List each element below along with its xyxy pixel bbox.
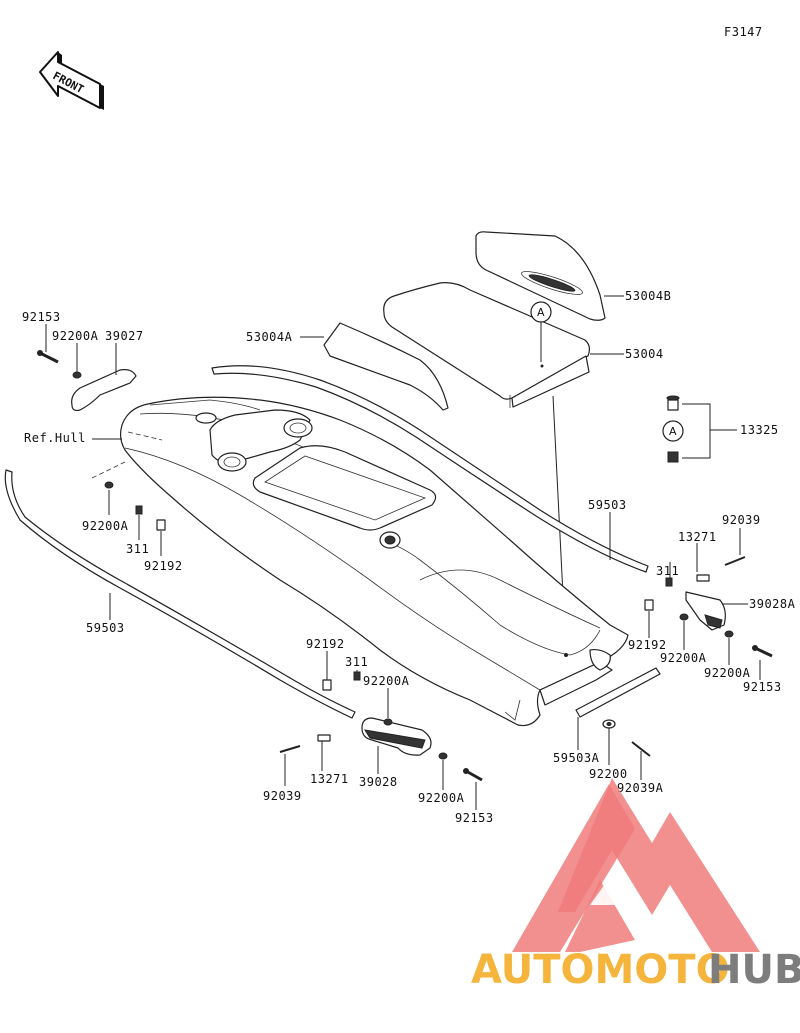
hull [119, 396, 629, 727]
collar-92192-left [156, 519, 166, 531]
svg-text:A: A [537, 306, 545, 319]
label-92153-topleft: 92153 [22, 310, 61, 324]
label-92039-bottom: 92039 [263, 789, 302, 803]
marker-a-seat: A [530, 301, 552, 323]
label-92039-right: 92039 [722, 513, 761, 527]
label-53004A: 53004A [246, 330, 293, 344]
watermark-logo [512, 778, 760, 952]
watermark-part1: AUTOMOTO [471, 947, 730, 993]
label-59503-left: 59503 [86, 621, 125, 635]
nut-311-bottom [353, 671, 361, 681]
label-92200A-right2: 92200A [704, 666, 751, 680]
clip-13271-right [696, 574, 710, 582]
seat-cover-53004B [475, 231, 606, 321]
part-labels: 53004B 53004 53004A 13325 59503 59503 92… [22, 289, 796, 825]
label-92192-bottom: 92192 [306, 637, 345, 651]
collar-92192-right [644, 599, 654, 611]
rub-rail-right-59503 [211, 365, 649, 573]
label-53004: 53004 [625, 347, 664, 361]
label-92192-right: 92192 [628, 638, 667, 652]
washer-92200A-right1 [679, 613, 689, 621]
leader-lines [45, 295, 761, 810]
bolt-92153-topleft [37, 350, 59, 364]
marker-a-plug: A [662, 420, 684, 442]
label-13271-bottom: 13271 [310, 772, 349, 786]
nut-311-left [135, 505, 143, 515]
label-39027: 39027 [105, 329, 144, 343]
label-92200A-topleft: 92200A [52, 329, 99, 343]
label-92039A: 92039A [617, 781, 664, 795]
label-92200: 92200 [589, 767, 628, 781]
bolt-92153-bottom [463, 768, 483, 782]
washer-92200A-bottom2 [438, 752, 448, 760]
label-59503-right: 59503 [588, 498, 627, 512]
bolt-92153-right [752, 645, 773, 658]
label-39028: 39028 [359, 775, 398, 789]
label-92200A-bottom1: 92200A [363, 674, 410, 688]
label-92153-bottom: 92153 [455, 811, 494, 825]
seat-cover-53004A [323, 322, 449, 411]
watermark-text: AUTOMOTO HUB [471, 947, 800, 993]
sponson-39028 [361, 717, 432, 756]
label-13325: 13325 [740, 423, 779, 437]
rivet-92039A [631, 741, 651, 757]
label-59503A: 59503A [553, 751, 600, 765]
label-92200A-bottom2: 92200A [418, 791, 465, 805]
svg-text:A: A [669, 425, 677, 438]
rub-rail-rear-59503A [575, 667, 661, 718]
label-92200A-right1: 92200A [660, 651, 707, 665]
label-53004B: 53004B [625, 289, 671, 303]
sponson-39028A [685, 591, 726, 631]
label-311-left: 311 [126, 542, 149, 556]
label-92192-left: 92192 [144, 559, 183, 573]
clip-13271-bottom [317, 734, 331, 742]
nut-311-right [665, 577, 673, 587]
drain-plug-13325 [666, 395, 680, 463]
label-311-right: 311 [656, 564, 679, 578]
washer-92200 [602, 719, 616, 729]
washer-92200A-topleft [72, 371, 82, 379]
label-311-bottom: 311 [345, 655, 368, 669]
front-arrow-icon: FRONT [39, 51, 104, 110]
rub-rail-left-59503 [4, 469, 356, 719]
ref-hull-label: Ref.Hull [24, 431, 86, 445]
rivet-92039-right [724, 556, 746, 566]
figure-code: F3147 [724, 25, 763, 39]
washer-92200A-left [104, 481, 114, 489]
collar-92192-bottom [322, 679, 332, 691]
seat-base-53004 [383, 282, 591, 408]
label-92153-right: 92153 [743, 680, 782, 694]
washer-92200A-right2 [724, 630, 734, 638]
label-92200A-left: 92200A [82, 519, 129, 533]
washer-92200A-bottom1 [383, 718, 393, 726]
sponson-39027 [71, 369, 137, 412]
rivet-92039-bottom [279, 745, 301, 753]
label-39028A: 39028A [749, 597, 796, 611]
label-13271-right: 13271 [678, 530, 717, 544]
watermark-part2: HUB [708, 947, 800, 993]
